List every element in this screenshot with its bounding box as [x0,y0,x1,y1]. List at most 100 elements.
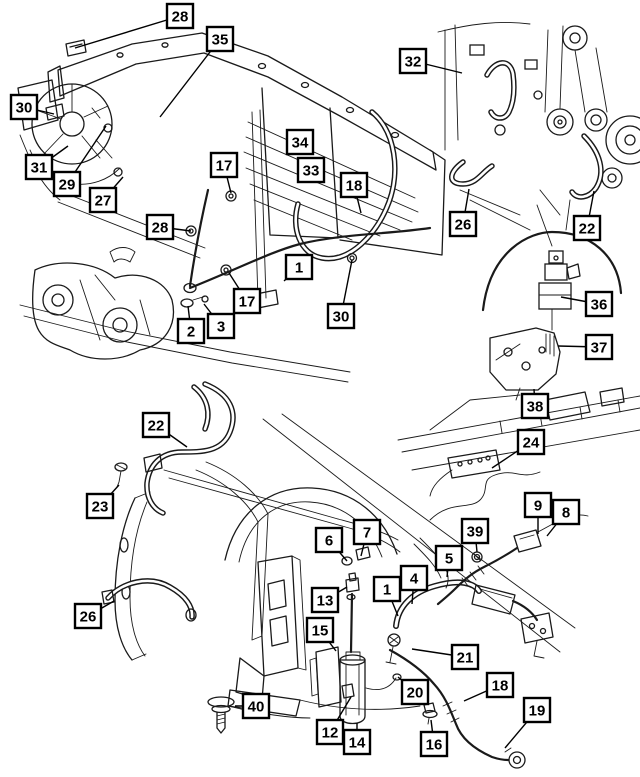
callout-box[interactable] [522,696,552,724]
callout-box[interactable] [52,170,82,198]
callout-label: 26 [455,217,472,234]
callout-box[interactable] [141,411,171,439]
callout-box[interactable] [209,151,239,179]
callout-17a[interactable]: 17 [209,151,239,179]
callout-box[interactable] [241,692,271,720]
callout-box[interactable] [24,153,54,181]
callout-16[interactable]: 16 [419,730,449,758]
callout-9[interactable]: 9 [523,491,553,519]
callout-12[interactable]: 12 [315,718,345,746]
callout-box[interactable] [520,392,550,420]
stud-nut-art [385,633,401,665]
callout-box[interactable] [73,602,103,630]
callout-box[interactable] [314,526,344,554]
callout-box[interactable] [434,544,464,572]
callout-32[interactable]: 32 [398,47,428,75]
callout-20[interactable]: 20 [400,678,430,706]
callout-label: 20 [407,685,424,702]
callout-box[interactable] [419,730,449,758]
callout-1a[interactable]: 1 [284,253,314,281]
callout-2[interactable]: 2 [176,317,206,345]
callout-box[interactable] [485,671,515,699]
callout-box[interactable] [232,287,262,315]
callout-34[interactable]: 34 [285,128,315,156]
callout-18b[interactable]: 18 [485,671,515,699]
callout-15[interactable]: 15 [305,616,335,644]
callout-box[interactable] [205,25,235,53]
callout-box[interactable] [372,575,402,603]
callout-box[interactable] [400,678,430,706]
callout-box[interactable] [310,586,340,614]
callout-28b[interactable]: 28 [145,213,175,241]
callout-22a[interactable]: 22 [572,214,602,242]
callout-box[interactable] [339,171,369,199]
callout-box[interactable] [516,428,546,456]
callout-box[interactable] [9,93,39,121]
callout-3[interactable]: 3 [206,312,236,340]
callout-label: 35 [212,32,229,49]
callout-box[interactable] [352,518,382,546]
callout-7[interactable]: 7 [352,518,382,546]
callout-box[interactable] [284,253,314,281]
callout-40[interactable]: 40 [241,692,271,720]
callout-28a[interactable]: 28 [165,2,195,30]
callout-31[interactable]: 31 [24,153,54,181]
callout-30b[interactable]: 30 [326,302,356,330]
callout-label: 39 [467,524,484,541]
callout-29[interactable]: 29 [52,170,82,198]
callout-label: 4 [410,571,419,588]
callout-box[interactable] [176,317,206,345]
callout-label: 18 [492,678,509,695]
callout-label: 38 [527,399,544,416]
callout-box[interactable] [165,2,195,30]
callout-box[interactable] [460,517,490,545]
callout-26a[interactable]: 26 [448,210,478,238]
callout-30a[interactable]: 30 [9,93,39,121]
callout-18a[interactable]: 18 [339,171,369,199]
callout-33[interactable]: 33 [296,156,326,184]
callout-box[interactable] [584,333,614,361]
callout-27[interactable]: 27 [88,186,118,214]
callout-38[interactable]: 38 [520,392,550,420]
callout-5[interactable]: 5 [434,544,464,572]
callout-box[interactable] [523,491,553,519]
callout-39[interactable]: 39 [460,517,490,545]
callout-box[interactable] [398,47,428,75]
callout-4[interactable]: 4 [399,564,429,592]
callout-box[interactable] [296,156,326,184]
callout-box[interactable] [448,210,478,238]
callout-24[interactable]: 24 [516,428,546,456]
callout-label: 7 [363,525,371,542]
callout-23[interactable]: 23 [85,492,115,520]
callout-17b[interactable]: 17 [232,287,262,315]
callout-36[interactable]: 36 [584,290,614,318]
callout-box[interactable] [551,498,581,526]
callout-box[interactable] [315,718,345,746]
callout-8[interactable]: 8 [551,498,581,526]
callout-label: 5 [445,551,453,568]
callout-19[interactable]: 19 [522,696,552,724]
callout-box[interactable] [342,728,372,756]
callout-1b[interactable]: 1 [372,575,402,603]
callout-35[interactable]: 35 [205,25,235,53]
callout-14[interactable]: 14 [342,728,372,756]
callout-22b[interactable]: 22 [141,411,171,439]
callout-box[interactable] [305,616,335,644]
callout-box[interactable] [584,290,614,318]
callout-26b[interactable]: 26 [73,602,103,630]
callout-box[interactable] [285,128,315,156]
callout-box[interactable] [145,213,175,241]
callout-box[interactable] [326,302,356,330]
callout-37[interactable]: 37 [584,333,614,361]
valve-bracket-art [489,327,561,401]
frame-horn-art [227,555,421,719]
callout-box[interactable] [450,643,480,671]
callout-box[interactable] [85,492,115,520]
callout-box[interactable] [572,214,602,242]
callout-6[interactable]: 6 [314,526,344,554]
callout-label: 30 [16,100,33,117]
callout-21[interactable]: 21 [450,643,480,671]
callout-13[interactable]: 13 [310,586,340,614]
callout-box[interactable] [88,186,118,214]
callout-box[interactable] [206,312,236,340]
